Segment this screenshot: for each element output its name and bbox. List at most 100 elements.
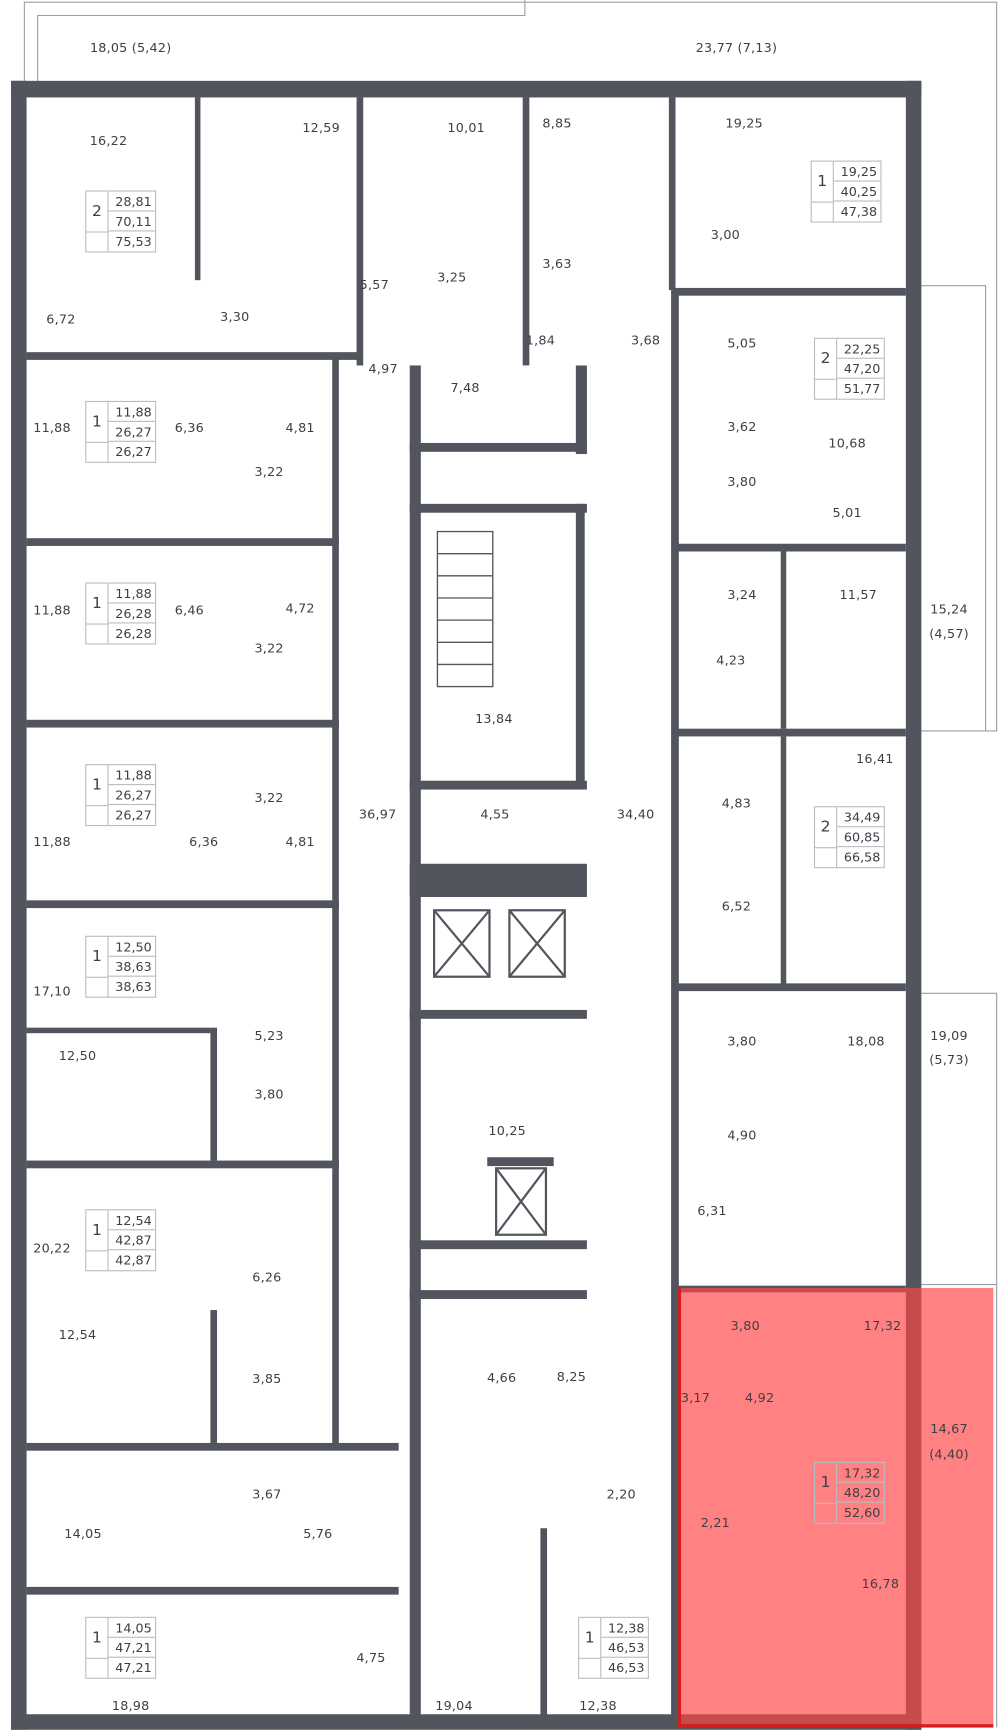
total-area: 40,25 (833, 182, 881, 202)
room-area-label: 6,36 (174, 419, 204, 436)
room-area-label: 4,66 (487, 1369, 517, 1386)
room-area-label: 4,97 (368, 361, 398, 377)
room-count: 2 (86, 191, 109, 232)
room-area-label: 3,24 (727, 586, 757, 603)
room-area-label: 4,75 (356, 1650, 386, 1666)
room-area-label: 4,81 (285, 419, 315, 436)
room-area-label: 18,05 (5,42) (89, 39, 172, 56)
total-area-with-balcony: 38,63 (115, 978, 152, 995)
room-count: 1 (86, 583, 109, 624)
terrace-outlines (23, 0, 998, 1728)
total-area-with-balcony: 47,38 (840, 203, 878, 220)
empty-cell (86, 1657, 109, 1678)
room-count: 1 (579, 1617, 602, 1658)
room-area-label: 3,25 (437, 269, 467, 285)
walls (11, 80, 922, 1730)
room-count: 2 (815, 338, 838, 379)
total-area: 46,53 (601, 1638, 648, 1658)
living-area: 11,88 (108, 402, 156, 422)
room-area-label: 3,80 (254, 1086, 284, 1102)
room-area-label: 3,85 (252, 1370, 282, 1387)
room-area-label: 7,48 (450, 379, 480, 396)
room-area-label: 3,22 (254, 640, 284, 656)
room-area-label: 6,52 (721, 898, 752, 914)
total-area: 48,20 (837, 1483, 884, 1503)
room-area-label: 20,22 (33, 1240, 71, 1256)
room-area-label: 6,31 (697, 1202, 727, 1219)
room-area-label: 8,85 (542, 115, 572, 131)
room-area-label: 5,23 (254, 1027, 284, 1044)
empty-cell (86, 1250, 109, 1271)
room-area-label: 3,80 (727, 473, 757, 490)
stairs (436, 530, 494, 688)
room-area-label: 3,00 (710, 227, 740, 243)
room-count: 1 (86, 1210, 109, 1251)
room-area-label: (4,40) (929, 1446, 969, 1462)
room-area-label: 4,81 (285, 833, 315, 850)
total-area: 38,63 (108, 957, 156, 977)
room-area-label: 2,21 (700, 1514, 731, 1531)
total-area: 70,11 (108, 212, 156, 232)
room-area-label: 12,59 (302, 119, 340, 136)
room-area-label: 4,55 (480, 806, 510, 822)
room-area-label: 10,25 (488, 1122, 526, 1139)
living-area: 12,38 (601, 1618, 648, 1638)
room-area-label: 3,62 (727, 418, 757, 435)
room-area-label: 3,22 (254, 789, 284, 806)
room-area-label: 3,68 (630, 332, 661, 348)
room-area-label: 5,05 (727, 335, 757, 352)
room-area-label: 3,30 (220, 308, 250, 325)
empty-cell (815, 1502, 838, 1523)
empty-cell (86, 976, 109, 997)
room-area-label: (5,73) (929, 1052, 969, 1068)
room-area-label: 3,80 (730, 1317, 760, 1334)
room-area-label: 8,25 (556, 1368, 587, 1385)
room-count: 1 (86, 936, 109, 977)
room-area-label: 11,57 (839, 586, 878, 603)
total-area-with-balcony: 26,27 (115, 807, 152, 823)
room-count: 1 (812, 161, 834, 202)
living-area: 17,32 (837, 1463, 884, 1483)
room-area-label: 15,24 (930, 601, 968, 617)
room-area-label: 36,97 (358, 806, 397, 822)
selected-apartment-highlight[interactable] (677, 1287, 994, 1728)
room-area-label: 10,01 (447, 119, 486, 136)
room-area-label: 16,22 (89, 132, 128, 149)
room-count: 1 (86, 765, 109, 806)
room-area-label: 18,98 (111, 1697, 150, 1714)
total-area-with-balcony: 51,77 (843, 380, 881, 397)
room-area-label: 4,92 (745, 1389, 775, 1406)
room-area-label: 19,09 (930, 1027, 968, 1044)
room-area-label: 19,25 (725, 115, 763, 131)
empty-cell (86, 441, 109, 462)
empty-cell (815, 847, 838, 868)
room-area-label: 11,88 (33, 419, 71, 436)
room-area-label: 4,83 (721, 795, 752, 811)
total-area-with-balcony: 26,28 (115, 625, 152, 642)
living-area: 12,50 (108, 937, 156, 957)
empty-cell (86, 805, 109, 826)
living-area: 14,05 (108, 1618, 156, 1638)
living-area: 12,54 (108, 1210, 156, 1231)
room-area-label: 4,90 (727, 1127, 757, 1143)
room-area-label: 16,78 (861, 1575, 900, 1592)
room-area-label: 18,08 (847, 1033, 885, 1049)
room-area-label: 5,76 (303, 1525, 333, 1542)
empty-cell (86, 623, 109, 644)
room-area-label: 5,57 (359, 276, 389, 293)
room-count: 1 (815, 1462, 838, 1503)
total-area: 26,27 (108, 422, 156, 442)
total-area-with-balcony: 75,53 (115, 233, 152, 250)
